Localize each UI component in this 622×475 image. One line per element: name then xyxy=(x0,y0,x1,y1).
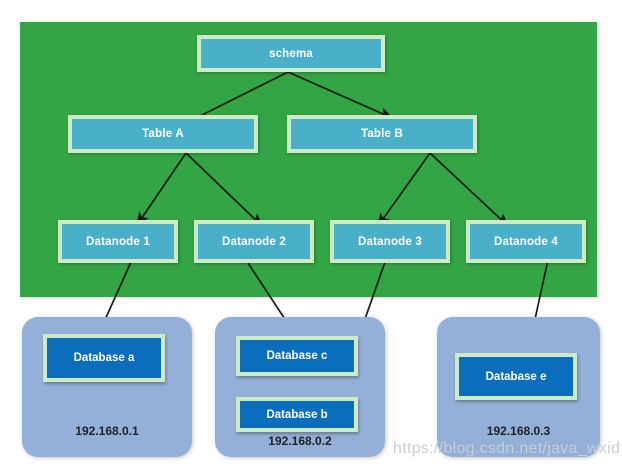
datanode-node-4[interactable]: Datanode 4 xyxy=(466,220,586,263)
database-box-a-label: Database a xyxy=(73,352,135,364)
table-node-a-label: Table A xyxy=(142,128,184,140)
host-ip-1: 192.168.0.1 xyxy=(75,424,139,438)
watermark-text: https://blog.csdn.net/java_wxid xyxy=(393,440,621,457)
database-box-a[interactable]: Database a xyxy=(43,334,165,382)
table-node-b[interactable]: Table B xyxy=(287,115,477,153)
datanode-node-4-label: Datanode 4 xyxy=(494,235,558,248)
host-ip-2: 192.168.0.2 xyxy=(268,434,332,448)
database-box-b-label: Database b xyxy=(266,408,328,421)
database-box-e[interactable]: Database e xyxy=(455,353,577,400)
schema-node[interactable]: schema xyxy=(197,35,385,72)
datanode-node-2-label: Datanode 2 xyxy=(222,235,286,248)
table-node-b-label: Table B xyxy=(360,128,404,140)
datanode-node-2[interactable]: Datanode 2 xyxy=(194,220,314,263)
datanode-node-3-label: Datanode 3 xyxy=(358,235,422,248)
datanode-node-1-label: Datanode 1 xyxy=(86,235,150,248)
schema-node-label: schema xyxy=(268,47,314,60)
database-box-c-label: Database c xyxy=(266,350,328,362)
host-ip-3: 192.168.0.3 xyxy=(486,424,551,438)
table-node-a[interactable]: Table A xyxy=(68,115,258,153)
database-box-b[interactable]: Database b xyxy=(236,397,358,432)
datanode-node-1[interactable]: Datanode 1 xyxy=(58,220,178,263)
datanode-node-3[interactable]: Datanode 3 xyxy=(330,220,450,263)
database-box-c[interactable]: Database c xyxy=(236,336,358,376)
database-box-e-label: Database e xyxy=(485,370,547,383)
